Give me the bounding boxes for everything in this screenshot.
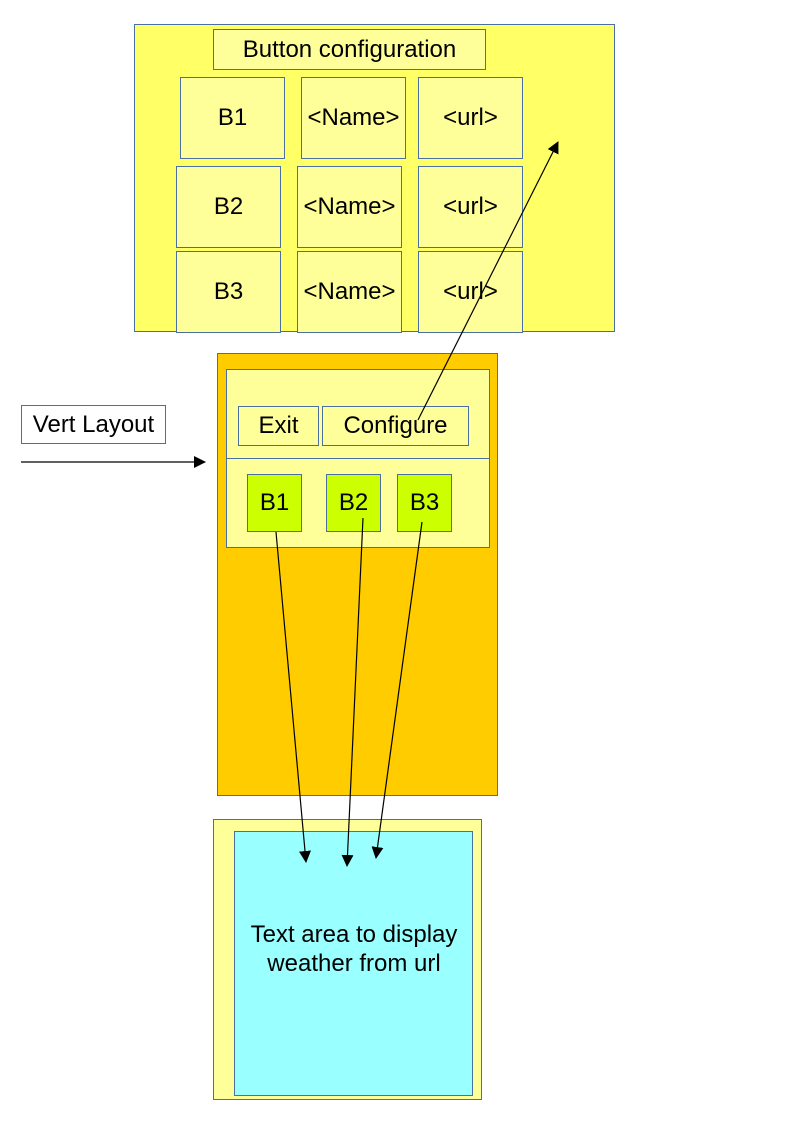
config-row-b3-url[interactable]: <url> [418,251,523,333]
config-row-b1-url[interactable]: <url> [418,77,523,159]
config-row-b2-url[interactable]: <url> [418,166,523,248]
config-row-b1-name[interactable]: <Name> [301,77,406,159]
config-row-b2-name[interactable]: <Name> [297,166,402,248]
config-row-b2-button[interactable]: B2 [176,166,281,248]
config-row-b1-button[interactable]: B1 [180,77,285,159]
weather-button-b2[interactable]: B2 [326,474,381,532]
weather-text-area[interactable] [234,831,473,1096]
config-row-b3-button[interactable]: B3 [176,251,281,333]
exit-button[interactable]: Exit [238,406,319,446]
config-row-b3-name[interactable]: <Name> [297,251,402,333]
weather-button-b1[interactable]: B1 [247,474,302,532]
vert-layout-label: Vert Layout [21,405,166,444]
configure-button[interactable]: Configure [322,406,469,446]
config-title: Button configuration [213,29,486,70]
weather-button-b3[interactable]: B3 [397,474,452,532]
text-area-caption: Text area to display weather from url [250,921,458,977]
